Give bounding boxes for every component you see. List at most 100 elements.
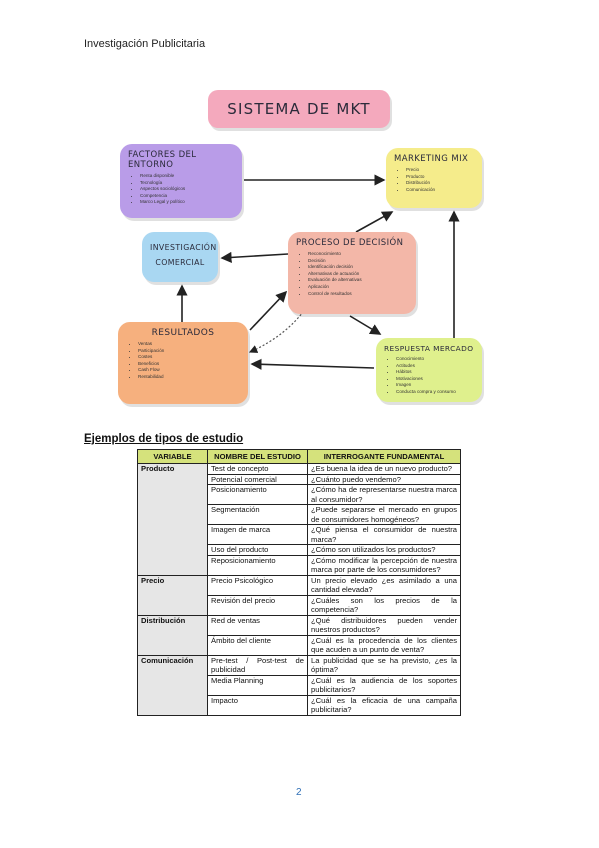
factores-item: Tecnología (140, 180, 234, 187)
table-row: Precio Precio Psicológico Un precio elev… (137, 574, 461, 616)
question-cell: ¿Cómo ha de representarse nuestra marca … (307, 484, 461, 505)
variable-cell: Comunicación (137, 654, 208, 716)
study-types-table: VARIABLE NOMBRE DEL ESTUDIO INTERROGANTE… (137, 449, 461, 716)
question-cell: ¿Cómo modificar la percepción de nuestra… (307, 554, 461, 576)
study-name-cell: Segmentación (207, 504, 308, 525)
study-name-cell: Posicionamiento (207, 484, 308, 505)
column-header: NOMBRE DEL ESTUDIO (207, 449, 308, 464)
variable-cell: Producto (137, 463, 208, 576)
variable-cell: Distribución (137, 614, 208, 656)
question-cell: ¿Es buena la idea de un nuevo producto? (307, 463, 461, 475)
respuesta-item: Conducta compra y consumo (396, 389, 474, 396)
proceso-decision-box: PROCESO DE DECISIÓN Reconocimiento Decis… (288, 232, 416, 314)
resultados-item: Costes (138, 354, 240, 361)
study-name-cell: Revisión del precio (207, 594, 308, 616)
question-cell: ¿Cuánto puedo vendemo? (307, 473, 461, 485)
proceso-title: PROCESO DE DECISIÓN (296, 238, 404, 248)
question-cell: ¿Cuáles son los precios de la competenci… (307, 594, 461, 616)
resultados-box: RESULTADOS Ventas Participación Costes B… (118, 322, 248, 404)
table-row: Ámbito del cliente ¿Cuál es la procedenc… (138, 634, 461, 656)
table-header-row: VARIABLE NOMBRE DEL ESTUDIO INTERROGANTE… (137, 449, 461, 464)
question-cell: ¿Puede separarse el mercado en grupos de… (307, 504, 461, 525)
respuesta-item: Actitudes (396, 363, 474, 370)
proceso-item: Identificación decisión (308, 264, 408, 271)
study-name-cell: Uso del producto (207, 544, 308, 556)
arrow-result-to-proceso (249, 290, 288, 331)
arrow-proceso-to-mix (355, 211, 394, 233)
table-row: Imagen de marca ¿Qué piensa el consumido… (138, 524, 461, 545)
resultados-item: Rentabilidad (138, 374, 240, 381)
study-name-cell: Red de ventas (207, 614, 308, 636)
proceso-item: Reconocimiento (308, 251, 408, 258)
proceso-item: Evaluación de alternativas (308, 277, 408, 284)
diagram-title-box: SISTEMA DE MKT (208, 90, 390, 128)
study-name-cell: Reposicionamiento (207, 554, 308, 576)
question-cell: ¿Qué piensa el consumidor de nuestra mar… (307, 524, 461, 545)
question-cell: ¿Cuál es la procedencia de los clientes … (307, 634, 461, 656)
factores-item: Competencia (140, 193, 234, 200)
table-row: Reposicionamiento ¿Cómo modificar la per… (138, 554, 461, 576)
section-title: Ejemplos de tipos de estudio (84, 433, 244, 445)
column-header: VARIABLE (137, 449, 208, 464)
factores-item: Aspectos sociológicos (140, 186, 234, 193)
proceso-item: Control de resultados (308, 291, 408, 298)
question-cell: La publicidad que se ha previsto, ¿es la… (307, 654, 461, 676)
investigacion-title-line1: INVESTIGACIÓN (150, 243, 217, 252)
table-row: Segmentación ¿Puede separarse el mercado… (138, 504, 461, 525)
study-name-cell: Precio Psicológico (207, 574, 308, 596)
respuesta-item: Conocimiento (396, 356, 474, 363)
arrow-proceso-to-resp (349, 315, 382, 335)
study-name-cell: Test de concepto (207, 463, 308, 475)
mix-item: Distribución (406, 180, 474, 187)
table-row: Revisión del precio ¿Cuáles son los prec… (138, 594, 461, 616)
resultados-item: Participación (138, 348, 240, 355)
proceso-item: Aplicación (308, 284, 408, 291)
variable-cell: Precio (137, 574, 208, 616)
marketing-mix-box: MARKETING MIX Precio Producto Distribuci… (386, 148, 482, 208)
investigacion-title-line2: COMERCIAL (155, 258, 205, 267)
column-header: INTERROGANTE FUNDAMENTAL (307, 449, 461, 464)
mix-title: MARKETING MIX (394, 154, 469, 164)
resultados-title: RESULTADOS (151, 328, 215, 338)
study-name-cell: Imagen de marca (207, 524, 308, 545)
resultados-item: Cash Flow (138, 367, 240, 374)
arrow-dashed-proceso-to-result (248, 307, 307, 353)
table-row: Distribución Red de ventas ¿Qué distribu… (137, 614, 461, 656)
proceso-item: Alternativas de actuación (308, 271, 408, 278)
arrow-proceso-to-invest (220, 251, 289, 264)
mix-item: Producto (406, 174, 474, 181)
mix-item: Precio (406, 167, 474, 174)
question-cell: Un precio elevado ¿es asimilado a una ca… (307, 574, 461, 596)
study-name-cell: Media Planning (207, 674, 308, 696)
page-number: 2 (296, 787, 302, 798)
resultados-item: Ventas (138, 341, 240, 348)
table-row: Impacto ¿Cuál es la eficacia de una camp… (138, 694, 461, 716)
factores-entorno-box: FACTORES DEL ENTORNO Renta disponible Te… (120, 144, 242, 218)
page-header: Investigación Publicitaria (84, 38, 206, 50)
table-row: Comunicación Pre-test / Post-test de pub… (137, 654, 461, 716)
mix-item: Comunicación (406, 187, 474, 194)
study-name-cell: Impacto (207, 694, 308, 716)
table-row: Producto Test de concepto ¿Es buena la i… (137, 463, 461, 576)
investigacion-comercial-box: INVESTIGACIÓN COMERCIAL (142, 232, 218, 282)
mkt-system-diagram: SISTEMA DE MKT FACTORES DEL ENTORNO Rent… (110, 84, 500, 414)
table-row: Media Planning ¿Cuál es la audiencia de … (138, 674, 461, 696)
factores-title: FACTORES DEL ENTORNO (128, 150, 197, 170)
arrow-resp-to-result (250, 358, 375, 370)
respuesta-item: Imagen (396, 382, 474, 389)
respuesta-item: Motivaciones (396, 376, 474, 383)
respuesta-item: Hábitos (396, 369, 474, 376)
question-cell: ¿Cuál es la audiencia de los soportes pu… (307, 674, 461, 696)
proceso-item: Decisión (308, 258, 408, 265)
resultados-item: Beneficios (138, 361, 240, 368)
factores-item: Marco Legal y político (140, 199, 234, 206)
diagram-arrows (176, 174, 460, 370)
question-cell: ¿Cuál es la eficacia de una campaña publ… (307, 694, 461, 716)
study-name-cell: Ámbito del cliente (207, 634, 308, 656)
study-name-cell: Pre-test / Post-test de publicidad (207, 654, 308, 676)
respuesta-mercado-box: RESPUESTA MERCADO Conocimiento Actitudes… (376, 338, 482, 402)
factores-item: Renta disponible (140, 173, 234, 180)
diagram-title: SISTEMA DE MKT (227, 100, 371, 118)
respuesta-title: RESPUESTA MERCADO (384, 344, 474, 353)
question-cell: ¿Qué distribuidores pueden vender nuestr… (307, 614, 461, 636)
